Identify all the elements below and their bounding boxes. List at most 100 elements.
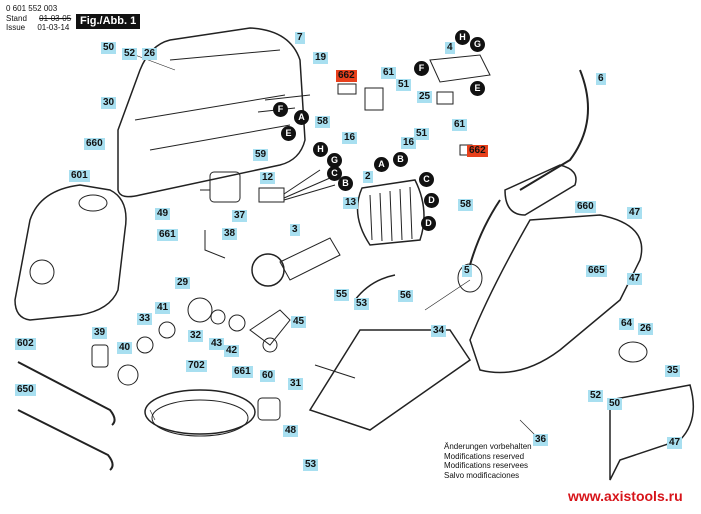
part-label: 37 bbox=[232, 210, 248, 222]
stand-row: Stand 01-03-05 bbox=[6, 14, 71, 24]
part-label: 660 bbox=[575, 201, 596, 213]
part-label: 53 bbox=[354, 298, 370, 310]
part-label: 7 bbox=[295, 32, 305, 44]
part-label: 64 bbox=[619, 318, 635, 330]
part-label: 41 bbox=[155, 302, 171, 314]
part-label: 33 bbox=[137, 313, 153, 325]
connector-label: F bbox=[273, 102, 288, 117]
connector-label: A bbox=[294, 110, 309, 125]
part-label: 50 bbox=[607, 398, 623, 410]
connector-label: F bbox=[414, 61, 429, 76]
connector-label: H bbox=[455, 30, 470, 45]
part-label: 55 bbox=[334, 289, 350, 301]
part-label: 660 bbox=[84, 138, 105, 150]
modification-notes: Änderungen vorbehalten Modifications res… bbox=[444, 442, 532, 480]
part-label: 51 bbox=[414, 128, 430, 140]
part-label: 26 bbox=[142, 48, 158, 60]
note-line: Modifications reserved bbox=[444, 451, 525, 461]
connector-label: E bbox=[281, 126, 296, 141]
part-label: 34 bbox=[431, 325, 447, 337]
part-label-highlighted: 662 bbox=[467, 145, 488, 157]
armature-drawing bbox=[251, 237, 341, 287]
part-label: 52 bbox=[122, 48, 138, 60]
guide-plate-drawing bbox=[308, 274, 472, 431]
part-label: 39 bbox=[92, 327, 108, 339]
part-label: 3 bbox=[290, 224, 300, 236]
issue-label: Issue bbox=[6, 23, 26, 32]
connector-label: B bbox=[393, 152, 408, 167]
part-label: 51 bbox=[396, 79, 412, 91]
part-label: 602 bbox=[15, 338, 36, 350]
part-label: 13 bbox=[343, 197, 359, 209]
part-label: 48 bbox=[283, 425, 299, 437]
part-label: 26 bbox=[638, 323, 654, 335]
hose-coil-drawing bbox=[144, 389, 281, 437]
connector-label: E bbox=[470, 81, 485, 96]
part-label: 53 bbox=[303, 459, 319, 471]
connector-label: G bbox=[470, 37, 485, 52]
part-label: 16 bbox=[401, 137, 417, 149]
lower-housing-drawing bbox=[469, 214, 643, 374]
part-label: 32 bbox=[188, 330, 204, 342]
part-label: 38 bbox=[222, 228, 238, 240]
part-label: 50 bbox=[101, 42, 117, 54]
part-label: 12 bbox=[260, 172, 276, 184]
note-line: Änderungen vorbehalten bbox=[444, 442, 532, 451]
connector-label: D bbox=[424, 193, 439, 208]
issue-row: Issue 01-03-14 bbox=[6, 23, 69, 33]
part-label: 25 bbox=[417, 91, 433, 103]
part-label: 60 bbox=[260, 370, 276, 382]
stand-value: 01-03-05 bbox=[39, 14, 72, 23]
note-line: Salvo modificaciones bbox=[444, 470, 520, 480]
part-label-highlighted: 662 bbox=[336, 70, 357, 82]
part-label: 47 bbox=[627, 273, 643, 285]
issue-value: 01-03-14 bbox=[37, 23, 70, 32]
part-label: 56 bbox=[398, 290, 414, 302]
connector-label: H bbox=[313, 142, 328, 157]
connector-label: B bbox=[338, 176, 353, 191]
part-label: 58 bbox=[458, 199, 474, 211]
switch-parts-drawing bbox=[257, 54, 491, 203]
part-label: 52 bbox=[588, 390, 604, 402]
stator-drawing bbox=[356, 179, 425, 246]
part-label: 59 bbox=[253, 149, 269, 161]
part-label: 16 bbox=[342, 132, 358, 144]
connector-label: D bbox=[421, 216, 436, 231]
water-tank-drawing bbox=[14, 184, 127, 321]
part-label: 35 bbox=[665, 365, 681, 377]
part-label: 601 bbox=[69, 170, 90, 182]
part-label: 47 bbox=[667, 437, 683, 449]
connector-label: C bbox=[327, 166, 342, 181]
part-label: 61 bbox=[381, 67, 397, 79]
part-label: 650 bbox=[15, 384, 36, 396]
part-number: 0 601 552 003 bbox=[6, 4, 58, 13]
dust-nozzle-drawing bbox=[609, 341, 695, 481]
upper-housing-drawing bbox=[117, 27, 306, 198]
part-label: 29 bbox=[175, 277, 191, 289]
wrenches-drawing bbox=[17, 361, 116, 471]
part-label: 4 bbox=[445, 42, 455, 54]
part-label: 36 bbox=[533, 434, 549, 446]
part-label: 5 bbox=[462, 265, 472, 277]
connector-label: C bbox=[419, 172, 434, 187]
part-label: 661 bbox=[157, 229, 178, 241]
part-label: 58 bbox=[315, 116, 331, 128]
pump-drawing bbox=[200, 171, 241, 259]
website-link[interactable]: www.axistools.ru bbox=[568, 488, 683, 504]
part-label: 665 bbox=[586, 265, 607, 277]
part-label: 2 bbox=[363, 171, 373, 183]
connector-label: G bbox=[327, 153, 342, 168]
part-label: 47 bbox=[627, 207, 643, 219]
part-label: 30 bbox=[101, 97, 117, 109]
part-label: 661 bbox=[232, 366, 253, 378]
part-label: 49 bbox=[155, 208, 171, 220]
part-label: 43 bbox=[209, 338, 225, 350]
connector-label: A bbox=[374, 157, 389, 172]
part-label: 6 bbox=[596, 73, 606, 85]
gear-parts-drawing bbox=[91, 297, 356, 386]
power-cord-drawing bbox=[457, 69, 589, 293]
part-label: 40 bbox=[117, 342, 133, 354]
part-label: 61 bbox=[452, 119, 468, 131]
